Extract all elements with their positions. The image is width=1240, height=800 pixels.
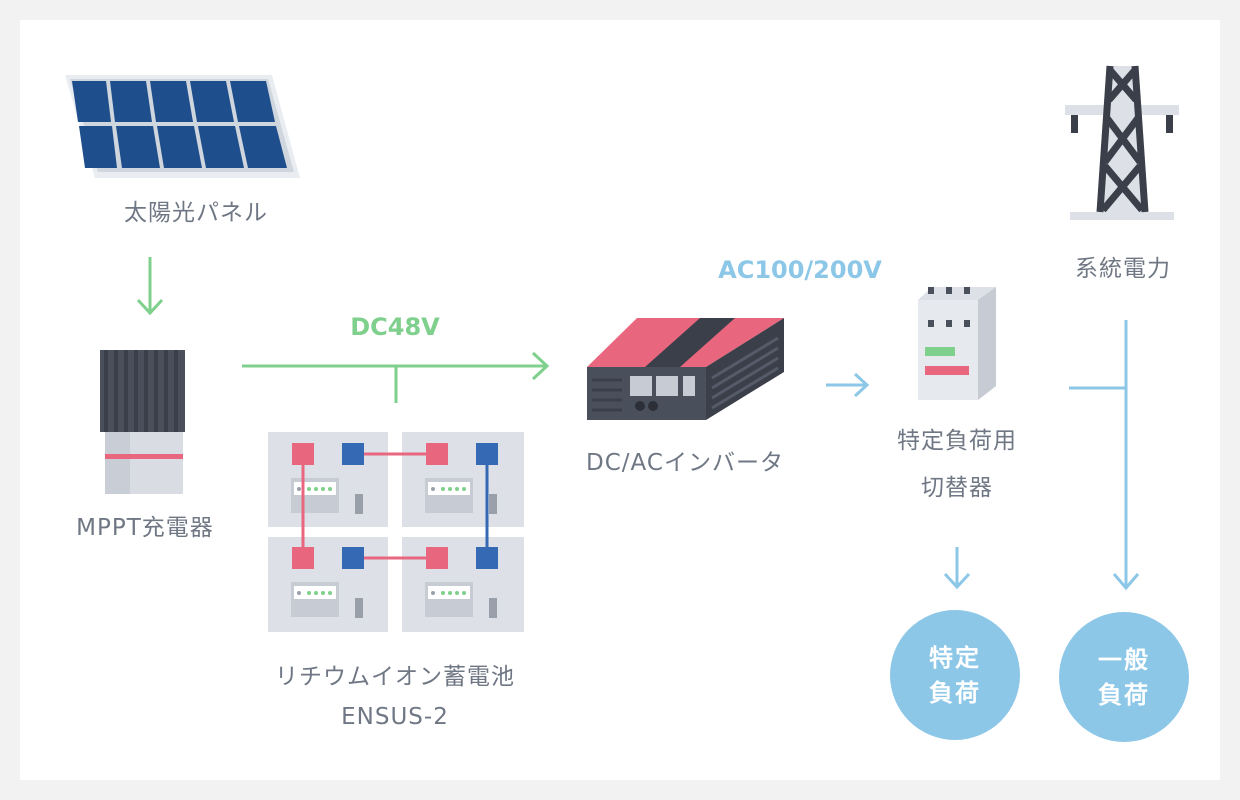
battery-model-label: ENSUS-2 (341, 704, 449, 730)
battery-rack-icon (268, 432, 524, 632)
dc-arrow-down (136, 257, 164, 316)
inverter-label: DC/ACインバータ (586, 450, 784, 476)
general-load-badge: 一般 負荷 (1059, 612, 1189, 742)
mppt-charger-icon (100, 350, 185, 494)
ac-arrow-right (826, 372, 870, 398)
power-tower-icon (1065, 65, 1179, 220)
dc-line (242, 351, 550, 403)
grid-line (1069, 320, 1140, 591)
grid-label: 系統電力 (1075, 256, 1171, 282)
ac-voltage-label: AC100/200V (718, 256, 882, 284)
ac-arrow-down-switch (943, 547, 971, 590)
dc-voltage-label: DC48V (350, 313, 440, 341)
solar-panel-label: 太陽光パネル (124, 200, 268, 226)
specific-load-badge: 特定 負荷 (890, 610, 1020, 740)
switch-label-2: 切替器 (921, 475, 993, 501)
mppt-label: MPPT充電器 (76, 515, 214, 541)
battery-label: リチウムイオン蓄電池 (275, 664, 515, 690)
specific-load-label: 特定 (929, 644, 981, 672)
switch-icon (918, 287, 996, 400)
switch-label: 特定負荷用 (897, 428, 1017, 454)
specific-load-label-2: 負荷 (929, 679, 981, 707)
solar-panel-icon (65, 75, 300, 178)
inverter-icon (587, 318, 784, 420)
general-load-label: 一般 (1098, 646, 1150, 674)
general-load-label-2: 負荷 (1098, 681, 1150, 709)
